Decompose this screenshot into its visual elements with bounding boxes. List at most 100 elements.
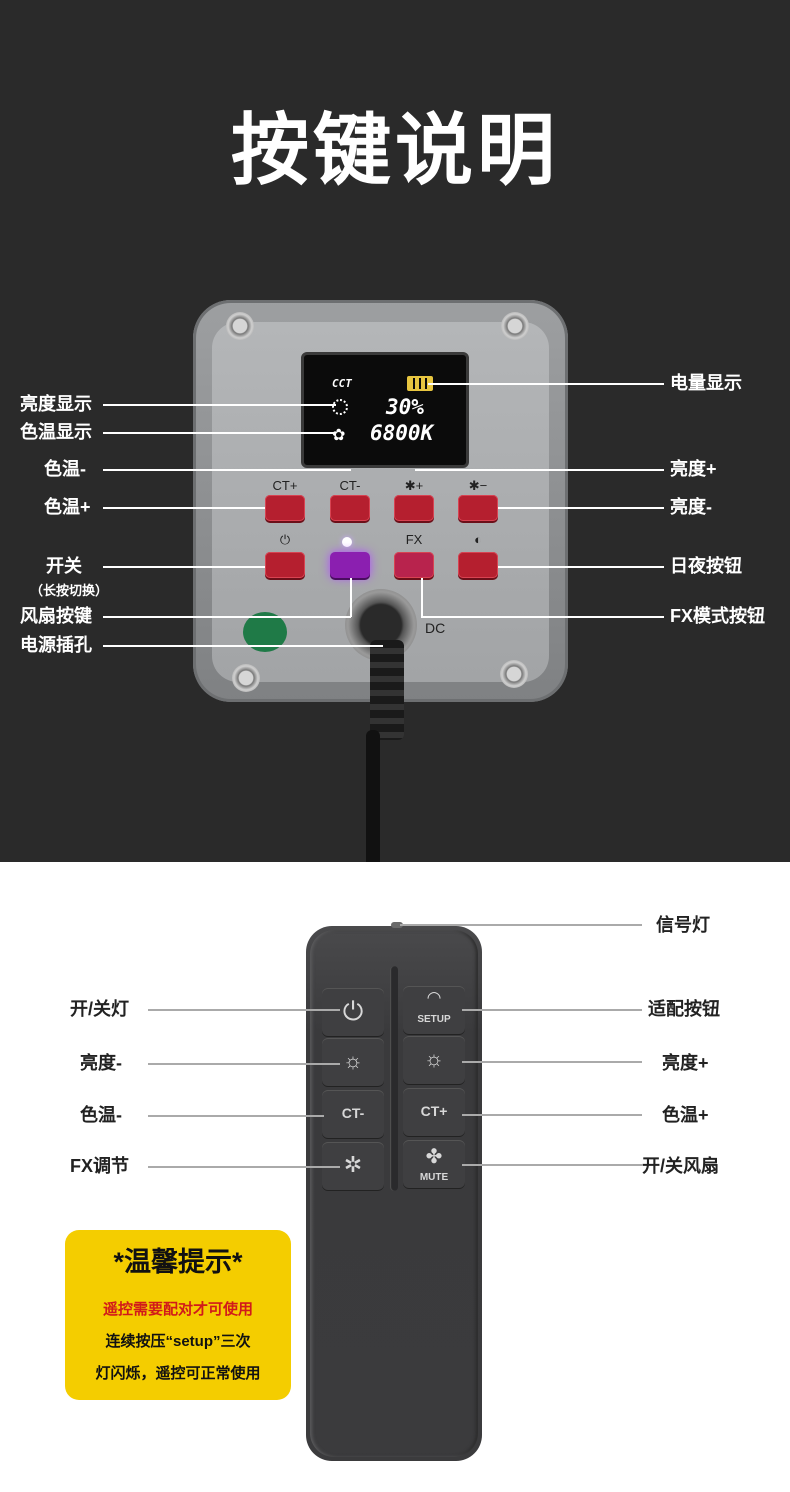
- fan-indicator: [342, 537, 352, 547]
- power-button[interactable]: [265, 552, 305, 578]
- label-remote-bright-plus: 亮度+: [662, 1053, 709, 1073]
- leader-line: [421, 616, 664, 618]
- remote-bright-plus-key[interactable]: ☼: [403, 1036, 465, 1084]
- remote-power-key[interactable]: ⏻: [322, 988, 384, 1036]
- sun-plus-icon: ☼: [423, 1046, 445, 1071]
- brightness-icon: [332, 399, 348, 415]
- leader-line: [103, 645, 383, 647]
- bright-minus-caption: ✱−: [468, 478, 488, 493]
- ct-minus-caption: CT-: [339, 478, 361, 493]
- label-remote-cct-minus: 色温-: [80, 1105, 122, 1125]
- screw-icon: [232, 664, 260, 692]
- fan-button[interactable]: [330, 552, 370, 578]
- dc-label: DC: [425, 620, 446, 636]
- fan-icon: ✿: [332, 427, 346, 444]
- signal-light: [391, 922, 403, 928]
- lcd-mode: CCT: [332, 377, 352, 390]
- notice-warning: 遥控需要配对才可使用: [102, 1301, 253, 1318]
- ct-minus-label: CT-: [341, 1105, 365, 1121]
- label-fan: 风扇按键: [20, 606, 92, 626]
- bright-plus-caption: ✱+: [404, 478, 424, 493]
- leader-line: [498, 566, 664, 568]
- leader-line: [462, 1009, 642, 1011]
- leader-line: [428, 383, 664, 385]
- label-power-note: （长按切换）: [30, 583, 109, 598]
- label-brightness-display: 亮度显示: [20, 394, 92, 414]
- label-bright-plus: 亮度+: [670, 459, 717, 479]
- label-remote-power: 开/关灯: [70, 999, 130, 1019]
- label-remote-bright-minus: 亮度-: [80, 1053, 122, 1073]
- setup-label: SETUP: [417, 1014, 451, 1025]
- notice-title: *温馨提示*: [113, 1247, 243, 1277]
- label-remote-cct-plus: 色温+: [662, 1105, 709, 1125]
- screw-icon: [501, 312, 529, 340]
- daynight-caption: ◐: [474, 532, 482, 547]
- power-plug: [370, 640, 404, 740]
- notice-box: *温馨提示* 遥控需要配对才可使用 连续按压“setup”三次 灯闪烁，遥控可正…: [65, 1230, 291, 1400]
- power-icon: ⏻: [342, 996, 364, 1026]
- leader-line: [148, 1063, 340, 1065]
- key-divider: [390, 966, 398, 1191]
- leader-line: [462, 1061, 642, 1063]
- bright-plus-button[interactable]: [394, 495, 434, 521]
- power-cable: [366, 730, 380, 862]
- label-remote-fx: FX调节: [70, 1156, 130, 1176]
- label-cct-plus: 色温+: [44, 497, 91, 517]
- remote-bright-minus-key[interactable]: ☼: [322, 1038, 384, 1086]
- fx-button[interactable]: [394, 552, 434, 578]
- label-battery: 电量显示: [670, 373, 742, 393]
- notice-line-2: 灯闪烁，遥控可正常使用: [95, 1365, 261, 1382]
- bright-minus-button[interactable]: [458, 495, 498, 521]
- leader-line: [148, 1009, 340, 1011]
- leader-line: [103, 432, 336, 434]
- leader-line: [103, 616, 351, 618]
- remote-ct-plus-key[interactable]: CT+: [403, 1088, 465, 1136]
- lcd-display: CCT 30% ✿ 6800K: [301, 352, 469, 468]
- label-cct-display: 色温显示: [20, 422, 92, 442]
- ct-plus-button[interactable]: [265, 495, 305, 521]
- ct-plus-caption: CT+: [272, 478, 298, 493]
- label-remote-fan: 开/关风扇: [642, 1156, 720, 1176]
- leader-line: [148, 1115, 324, 1117]
- label-dc-jack: 电源插孔: [20, 635, 92, 655]
- lcd-brightness: 30%: [386, 395, 424, 419]
- leader-line: [103, 566, 265, 568]
- label-cct-minus: 色温-: [44, 459, 86, 479]
- leader-line: [498, 507, 664, 509]
- label-remote-pair: 适配按钮: [648, 999, 720, 1019]
- remote-setup-key[interactable]: ◠ SETUP: [403, 986, 465, 1034]
- sun-minus-icon: ☼: [342, 1048, 364, 1073]
- label-signal: 信号灯: [656, 915, 710, 935]
- label-daynight: 日夜按钮: [670, 556, 742, 576]
- leader-line: [350, 578, 352, 617]
- ct-plus-label: CT+: [420, 1103, 448, 1119]
- page-title: 按键说明: [230, 106, 559, 194]
- lcd-cct: 6800K: [370, 421, 434, 445]
- leader-line: [462, 1164, 642, 1166]
- wifi-icon: ◠: [427, 988, 441, 1007]
- leader-line: [103, 404, 336, 406]
- fan-icon: ✤: [425, 1146, 443, 1168]
- leader-line: [415, 469, 664, 471]
- mute-label: MUTE: [419, 1172, 449, 1183]
- leader-line: [421, 578, 423, 617]
- leader-line: [400, 924, 642, 926]
- notice-line-1: 连续按压“setup”三次: [105, 1333, 251, 1350]
- screw-icon: [500, 660, 528, 688]
- leader-line: [103, 507, 265, 509]
- label-fx-mode: FX模式按钮: [670, 606, 766, 626]
- label-bright-minus: 亮度-: [670, 497, 712, 517]
- power-caption: ⏻: [279, 532, 291, 547]
- top-section: 按键说明 CCT 30% ✿ 6800K CT+ CT- ✱+ ✱− ⏻ FX …: [0, 0, 790, 862]
- leader-line: [103, 469, 351, 471]
- remote-fan-key[interactable]: ✤ MUTE: [403, 1140, 465, 1188]
- leader-line: [148, 1166, 340, 1168]
- remote-ct-minus-key[interactable]: CT-: [322, 1090, 384, 1138]
- daynight-button[interactable]: [458, 552, 498, 578]
- leader-line: [462, 1114, 642, 1116]
- fx-sparkle-icon: ✲: [343, 1152, 363, 1177]
- ct-minus-button[interactable]: [330, 495, 370, 521]
- label-power: 开关: [46, 556, 82, 576]
- screw-icon: [226, 312, 254, 340]
- fx-caption: FX: [405, 532, 423, 547]
